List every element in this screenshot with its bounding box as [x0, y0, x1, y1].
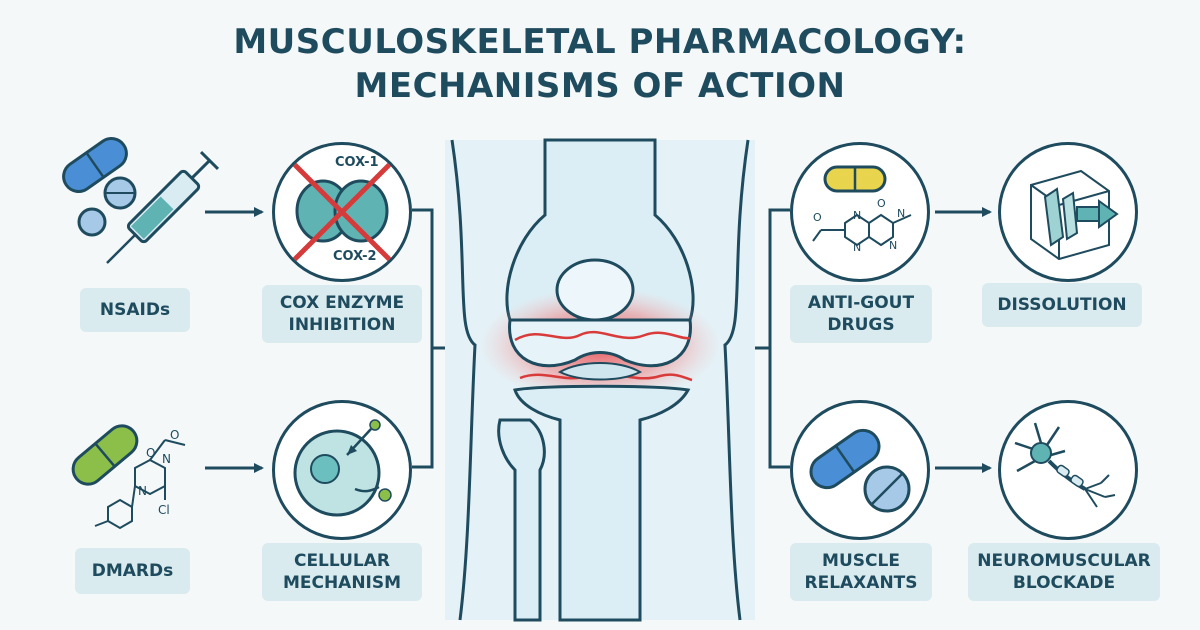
cox-inhibition-label: COX ENZYME INHIBITION: [262, 285, 422, 343]
page-title: MUSCULOSKELETAL PHARMACOLOGY: MECHANISMS…: [0, 20, 1200, 108]
antigout-chem-n4: N: [889, 239, 898, 252]
antigout-chem-n3: N: [853, 241, 862, 254]
dmards-chem-o1: O: [170, 428, 180, 442]
cell-icon: [293, 419, 392, 517]
muscle-relaxants-circle: [790, 400, 930, 540]
crystal-dissolution-icon: [1030, 169, 1119, 261]
antigout-chem-o1: O: [813, 211, 822, 224]
muscle-relaxant-pills-icon: [809, 428, 911, 513]
antigout-label-line-2: DRUGS: [827, 315, 895, 335]
cellular-label-line-2: MECHANISM: [282, 573, 402, 593]
dissolution-circle: [998, 142, 1138, 282]
dmards-drug-icons: [71, 424, 186, 530]
antigout-chem-o2: O: [877, 197, 886, 210]
cox-enzyme-icon: [291, 161, 393, 263]
dmards-label-text: DMARDs: [91, 561, 174, 581]
knee-joint-illustration: [445, 138, 755, 622]
cellular-mechanism-label: CELLULAR MECHANISM: [262, 543, 422, 601]
antigout-chem-n2: N: [853, 209, 862, 222]
neuro-label-line-1: NEUROMUSCULAR: [977, 551, 1151, 571]
nsaids-label: NSAIDs: [80, 288, 190, 332]
cellular-label-line-1: CELLULAR: [293, 551, 391, 571]
muscle-relaxants-label: MUSCLE RELAXANTS: [790, 543, 932, 601]
dissolution-label: DISSOLUTION: [982, 283, 1142, 327]
neuromuscular-circle: [998, 400, 1138, 540]
neuron-icon: [1014, 422, 1116, 508]
title-line-1: MUSCULOSKELETAL PHARMACOLOGY:: [233, 22, 967, 62]
anti-gout-label: ANTI-GOUT DRUGS: [790, 285, 932, 343]
dmards-chem-o2: O: [146, 446, 156, 460]
dissolution-label-text: DISSOLUTION: [997, 295, 1127, 315]
neuro-label-line-2: BLOCKADE: [1012, 573, 1116, 593]
antigout-chem-n: N: [897, 207, 906, 220]
cox-inhibition-circle: COX-1 COX-2: [272, 142, 412, 282]
antigout-label-line-1: ANTI-GOUT: [807, 293, 915, 313]
cox-label-line-2: INHIBITION: [288, 315, 396, 335]
cox-label-line-1: COX ENZYME: [279, 293, 405, 313]
dmards-chem-n2: N: [138, 484, 147, 498]
nsaids-label-text: NSAIDs: [99, 300, 171, 320]
cox2-label: COX-2: [333, 249, 377, 264]
anti-gout-drug-icon: [812, 165, 912, 247]
relaxants-label-line-2: RELAXANTS: [804, 573, 918, 593]
dmards-chem-cl: Cl: [158, 503, 170, 517]
nsaids-drug-icons: [62, 137, 220, 264]
cellular-mechanism-circle: [272, 400, 412, 540]
neuromuscular-blockade-label: NEUROMUSCULAR BLOCKADE: [968, 543, 1160, 601]
dmards-label: DMARDs: [75, 548, 190, 594]
dmards-chem-n1: N: [162, 452, 171, 466]
anti-gout-circle: O O N N N N: [790, 142, 930, 282]
title-line-2: MECHANISMS OF ACTION: [354, 66, 846, 106]
cox1-label: COX-1: [335, 155, 379, 170]
relaxants-label-line-1: MUSCLE: [822, 551, 900, 571]
